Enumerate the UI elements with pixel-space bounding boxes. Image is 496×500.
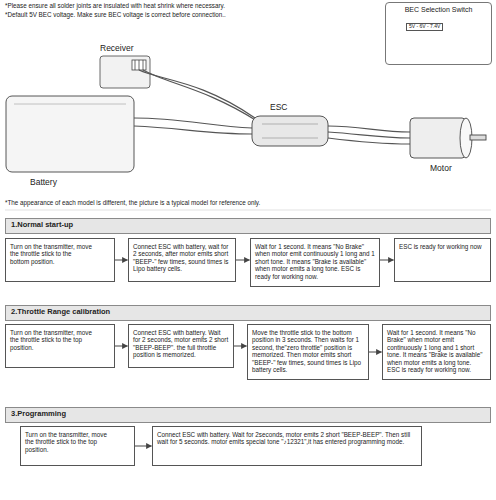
box-text: Connect ESC with battery, wait for 2 sec… bbox=[133, 243, 231, 273]
process-box: Wait for 1 second. It means "No Brake" w… bbox=[250, 238, 380, 287]
box-text: Turn on the transmitter, move the thrott… bbox=[10, 329, 92, 351]
box-text: Wait for 1 second. It means "No Brake" w… bbox=[255, 243, 375, 280]
process-box: Connect ESC with battery. Wait for 2seco… bbox=[152, 426, 422, 466]
part-name: Motor bbox=[430, 163, 480, 173]
flow-arrow bbox=[380, 260, 394, 261]
esc-drawing bbox=[252, 116, 328, 146]
box-text: ESC is ready for working now bbox=[399, 243, 486, 250]
section-header: 2.Throttle Range calibration bbox=[5, 305, 491, 321]
motor-drawing bbox=[410, 118, 486, 158]
process-box: Move the throttle stick to the bottom po… bbox=[247, 324, 369, 380]
note-text: *Default 5V BEC voltage. Make sure BEC v… bbox=[5, 11, 335, 19]
process-box: Turn on the transmitter, move the thrott… bbox=[20, 426, 135, 466]
box-text: Wait for 1 second. It means "No Brake" w… bbox=[387, 329, 486, 374]
box-text: BEC Selection Switch bbox=[390, 6, 487, 14]
process-box: Turn on the transmitter, move the thrott… bbox=[5, 238, 115, 282]
box-text: 2.Throttle Range calibration bbox=[11, 308, 485, 317]
battery-drawing bbox=[6, 96, 134, 172]
flow-arrow bbox=[135, 446, 152, 447]
part-name: Battery bbox=[30, 177, 90, 187]
box-text: 3.Programming bbox=[11, 410, 485, 419]
box-text: Turn on the transmitter, move the thrott… bbox=[25, 431, 112, 453]
bec-switch-box: BEC Selection Switch 5V - 6V - 7.4V bbox=[385, 2, 492, 65]
section-header: 3.Programming bbox=[5, 407, 491, 423]
process-box: ESC is ready for working now bbox=[394, 238, 491, 282]
note-text: *The appearance of each model is differe… bbox=[5, 199, 405, 207]
process-box: Connect ESC with battery. Wait for 2 sec… bbox=[128, 324, 234, 368]
process-box: Wait for 1 second. It means "No Brake" w… bbox=[382, 324, 491, 380]
box-text: Connect ESC with battery. Wait for 2 sec… bbox=[133, 329, 229, 359]
box-text: Move the throttle stick to the bottom po… bbox=[252, 329, 364, 374]
flow-arrow bbox=[115, 346, 128, 347]
box-text: Turn on the transmitter, move the thrott… bbox=[10, 243, 92, 265]
box-text: 1.Normal start-up bbox=[11, 221, 485, 230]
section-header: 1.Normal start-up bbox=[5, 218, 491, 234]
process-box: Connect ESC with battery, wait for 2 sec… bbox=[128, 238, 236, 282]
separator-line bbox=[5, 210, 491, 211]
note-text: *Please ensure all solder joints are ins… bbox=[5, 2, 335, 10]
part-name: ESC bbox=[270, 102, 310, 112]
flow-arrow bbox=[369, 352, 382, 353]
box-subtext: 5V - 6V - 7.4V bbox=[406, 23, 443, 31]
part-name: Receiver bbox=[100, 43, 160, 53]
flow-arrow bbox=[236, 260, 250, 261]
flow-arrow bbox=[115, 260, 128, 261]
flow-arrow bbox=[234, 346, 247, 347]
box-text: Connect ESC with battery. Wait for 2seco… bbox=[157, 431, 417, 446]
process-box: Turn on the transmitter, move the thrott… bbox=[5, 324, 115, 368]
